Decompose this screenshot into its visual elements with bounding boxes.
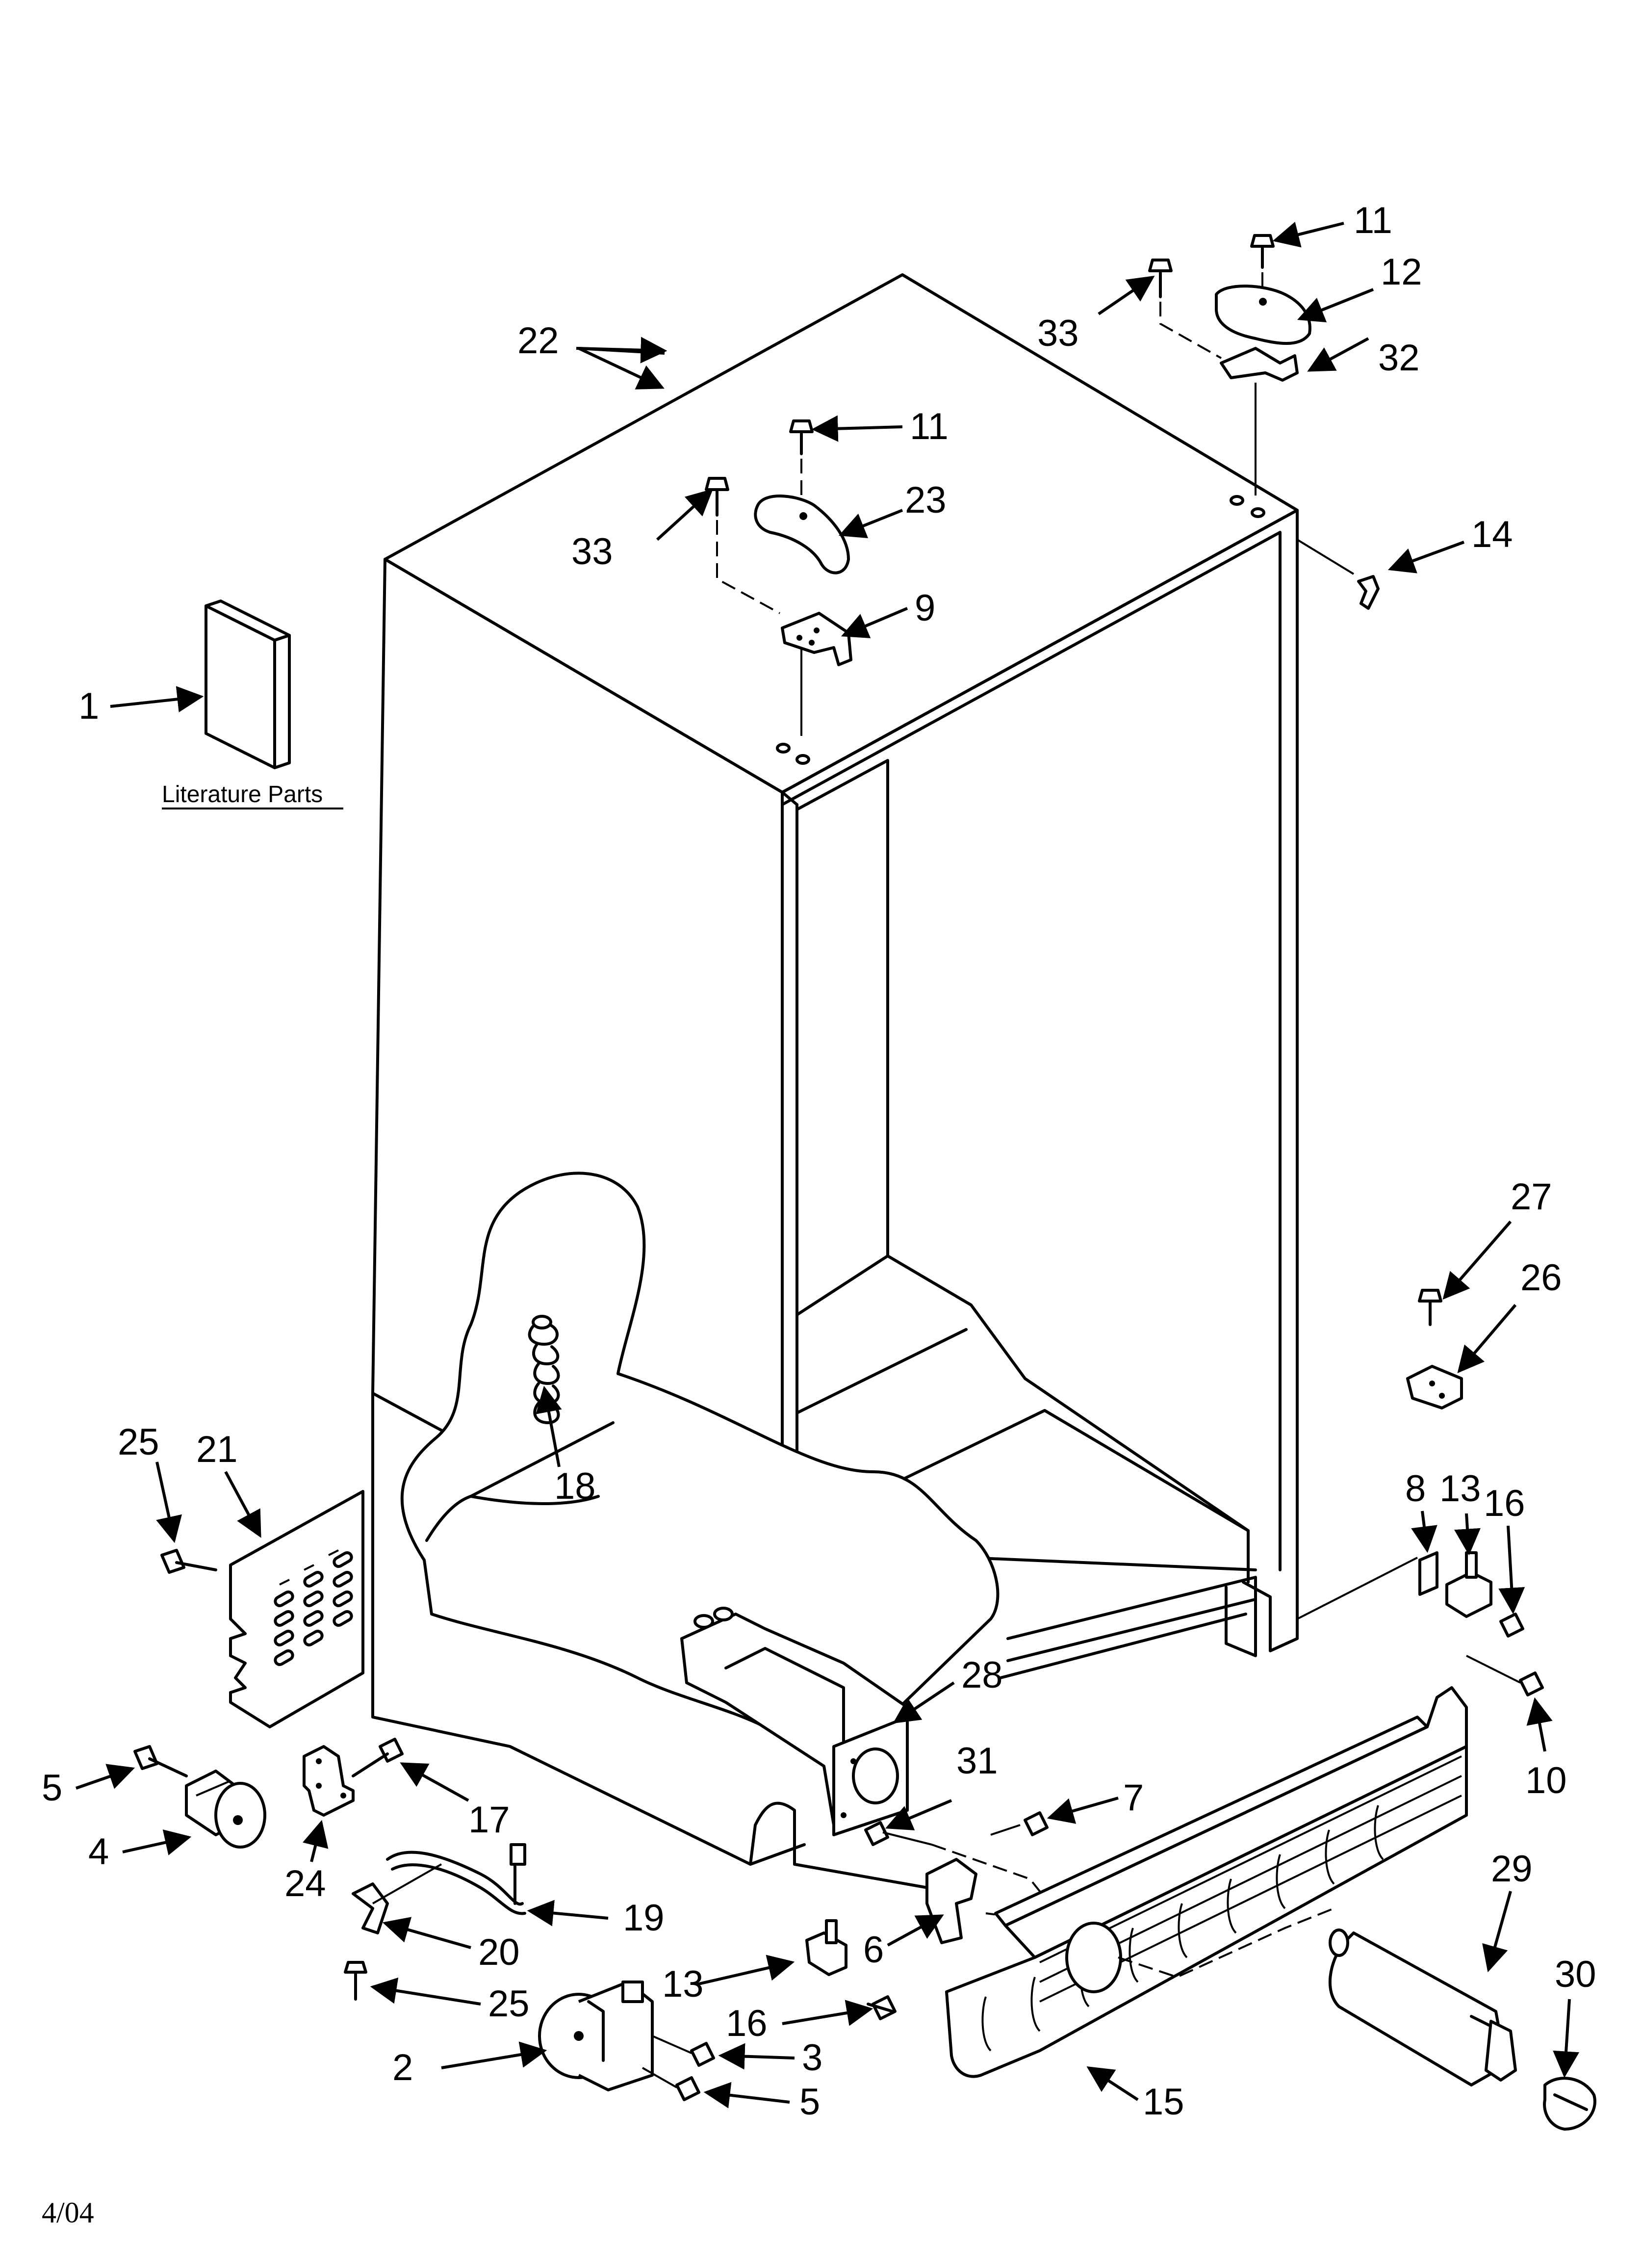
callout-11b: 11 (1354, 200, 1392, 241)
callout-22: 22 (517, 320, 559, 362)
leader-arrows (76, 222, 1580, 2109)
drain-hose-part-19 (386, 1843, 526, 1915)
callout-13b: 13 (1439, 1468, 1481, 1510)
screw-part-3 (652, 2035, 715, 2067)
callout-12: 12 (1381, 251, 1422, 293)
callout-28: 28 (961, 1654, 1003, 1696)
roller-assembly-part-2 (538, 1981, 654, 2091)
callout-14: 14 (1471, 514, 1513, 555)
callout-11a: 11 (910, 406, 949, 447)
callout-17: 17 (468, 1799, 510, 1841)
callout-31: 31 (956, 1740, 998, 1782)
callout-29: 29 (1491, 1848, 1533, 1890)
screw-part-31 (864, 1821, 932, 1846)
callout-13a: 13 (662, 1963, 704, 2005)
callout-1: 1 (78, 685, 99, 727)
callout-8: 8 (1405, 1468, 1426, 1510)
screw-part-16-lower (867, 1995, 897, 2020)
callout-19: 19 (623, 1897, 665, 1939)
callout-2: 2 (392, 2047, 413, 2088)
callout-6: 6 (863, 1929, 884, 1971)
callout-26: 26 (1520, 1257, 1562, 1299)
water-filter-part-29 (1328, 1929, 1517, 2086)
callout-numbers: 1 2 3 4 5 5 6 7 8 9 10 11 11 12 13 13 14… (42, 200, 1596, 2123)
hinge-bracket-part-26 (1406, 1365, 1463, 1409)
callout-18: 18 (554, 1465, 596, 1507)
base-grille-part-15 (945, 1686, 1468, 2078)
front-roller-part-4 (133, 1745, 266, 1849)
callout-33a: 33 (571, 531, 613, 573)
callout-3: 3 (802, 2037, 822, 2079)
callout-33b: 33 (1037, 313, 1079, 354)
bottom-hinge-part-13-right (1445, 1551, 1492, 1618)
callout-15: 15 (1143, 2081, 1184, 2123)
callout-9: 9 (915, 587, 935, 629)
callout-30: 30 (1555, 1954, 1596, 1995)
date-code: 4/04 (42, 2196, 94, 2229)
screw-part-5-lower (642, 2067, 700, 2101)
filter-housing-part-28 (680, 1607, 909, 1836)
screw-part-10 (1466, 1655, 1544, 1696)
callout-16a: 16 (726, 2003, 768, 2044)
callout-25b: 25 (488, 1983, 530, 2025)
callout-27: 27 (1511, 1176, 1552, 1218)
tube-clip-part-24 (303, 1738, 404, 1817)
callout-5b: 5 (799, 2081, 820, 2123)
callout-23: 23 (905, 479, 947, 521)
literature-parts-label: Literature Parts (162, 782, 323, 808)
callout-32: 32 (1378, 337, 1420, 379)
top-clip-part-14 (1296, 539, 1380, 610)
callout-21: 21 (196, 1429, 238, 1470)
literature-parts-icon: Literature Parts (162, 600, 343, 809)
screw-part-16-right (1499, 1613, 1524, 1638)
hinge-shim-part-8 (1297, 1551, 1438, 1620)
screw-part-25-lower (344, 1961, 367, 2001)
callout-16b: 16 (1484, 1483, 1525, 1524)
filter-cap-part-30 (1543, 2077, 1596, 2131)
callout-10: 10 (1525, 1760, 1567, 1801)
bottom-hinge-part-13 (805, 1919, 847, 1976)
rear-access-panel-part-21 (229, 1490, 364, 1728)
screw-part-7 (990, 1811, 1049, 1836)
bracket-part-6 (925, 1858, 977, 1944)
screw-part-27 (1418, 1289, 1442, 1326)
callout-5a: 5 (42, 1767, 62, 1809)
cabinet-shell (371, 273, 1299, 1895)
callout-7: 7 (1123, 1777, 1144, 1819)
callout-20: 20 (478, 1931, 520, 1973)
screw-part-25-upper (160, 1549, 217, 1574)
callout-4: 4 (88, 1831, 109, 1873)
hose-clip-part-20 (352, 1863, 442, 1934)
top-hinge-right (1148, 234, 1311, 495)
callout-25a: 25 (118, 1421, 159, 1463)
callout-24: 24 (284, 1863, 326, 1904)
